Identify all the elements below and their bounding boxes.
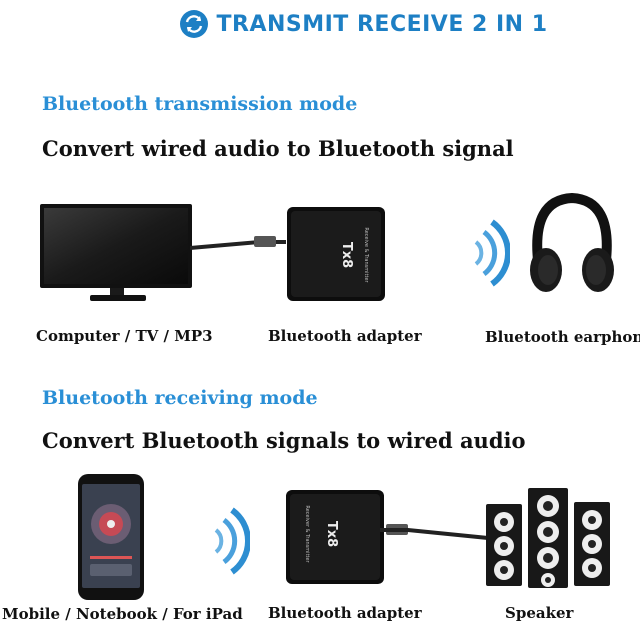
monitor-icon <box>40 204 192 301</box>
page-title: TRANSMIT RECEIVE 2 IN 1 <box>216 11 548 37</box>
audio-cable <box>190 236 286 250</box>
audio-cable-2 <box>380 524 489 540</box>
headphones-icon <box>530 192 614 292</box>
page-title-bar: TRANSMIT RECEIVE 2 IN 1 <box>0 6 640 42</box>
device-label-mobile: Mobile / Notebook / For iPad <box>2 605 243 623</box>
receive-mode-subheading: Convert Bluetooth signals to wired audio <box>42 428 526 453</box>
adapter-print-2: Receiver & Transmitter <box>304 505 310 563</box>
transmit-mode-subheading: Convert wired audio to Bluetooth signal <box>42 136 514 161</box>
speaker-icon <box>486 488 610 588</box>
device-label-earphone: Bluetooth earphone <box>485 328 640 346</box>
device-label-adapter: Bluetooth adapter <box>268 327 422 345</box>
swap-arrows-icon <box>179 10 208 38</box>
adapter-brand: Tx8 <box>339 242 354 268</box>
device-label-speaker: Speaker <box>505 604 574 622</box>
device-label-adapter-2: Bluetooth adapter <box>268 604 422 622</box>
smartphone-icon <box>78 474 144 600</box>
wireless-waves-icon-2 <box>214 507 250 575</box>
bluetooth-adapter-icon-2: Tx8 Receiver & Transmitter <box>286 490 384 584</box>
receive-mode-heading: Bluetooth receiving mode <box>42 387 318 409</box>
adapter-print: Receive & Transmitter <box>363 227 369 283</box>
transmit-mode-heading: Bluetooth transmission mode <box>42 93 358 115</box>
bluetooth-adapter-icon: Tx8 Receive & Transmitter <box>287 207 385 301</box>
wireless-waves-icon <box>474 219 510 287</box>
adapter-brand-2: Tx8 <box>324 521 339 547</box>
device-label-computer: Computer / TV / MP3 <box>36 327 213 345</box>
